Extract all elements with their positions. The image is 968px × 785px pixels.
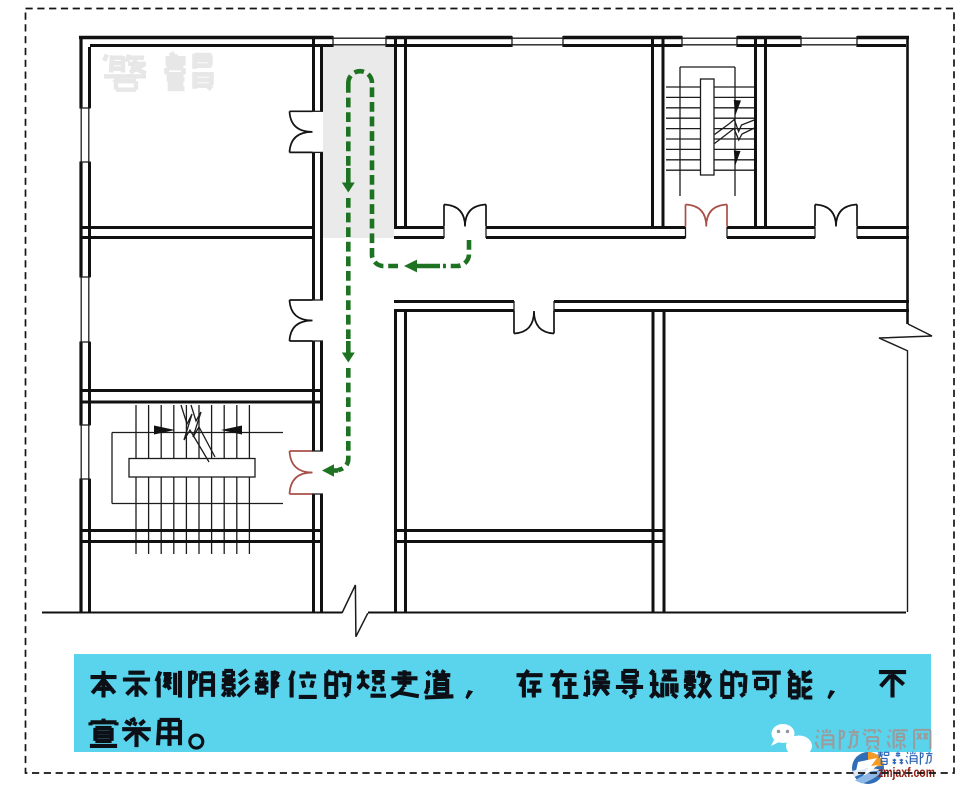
svg-text:zmjaxf.com: zmjaxf.com (878, 764, 935, 780)
